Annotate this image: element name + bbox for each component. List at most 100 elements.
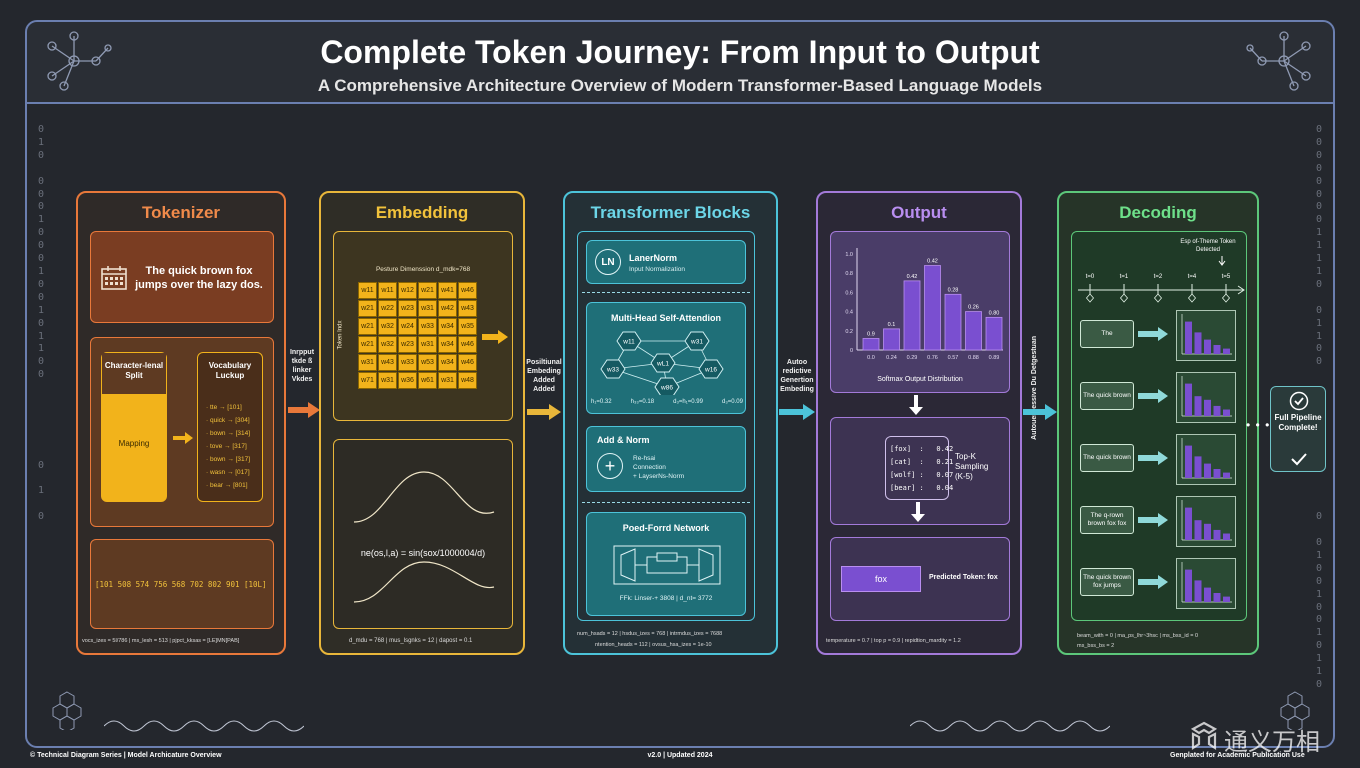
tokenizer-title: Tokenizer [141,203,221,222]
header-bar [27,22,1333,104]
embedding-cell: w48 [458,372,477,389]
attention-node-label: w16 [704,367,717,374]
attention-node: w31 [684,331,710,351]
timestep-label: t=5 [1222,274,1231,280]
timestep-label: t=4 [1188,274,1197,280]
mini-bar [1204,399,1211,416]
input-text: The quick brown fox jumps over the lazy … [135,265,263,291]
embedding-cell: w46 [458,336,477,353]
add-norm-box: Add & Norm + Re-hsai Connection + Layser… [586,426,746,492]
binary-column-left: 0 1 0 0 0 0 1 0 0 0 1 0 0 1 0 1 1 0 0 0 … [37,124,45,523]
mini-bar [1185,383,1192,416]
embedding-cell: w33 [398,354,417,371]
embedding-cell: w31 [358,354,377,371]
bar-value-label: 0.42 [907,274,918,280]
vocab-lookup-label: Vocabulary Luckup [208,361,252,380]
check-icon [1291,453,1307,466]
char-split-label: Character-lenal Split [104,361,164,380]
attention-node-label: wL1 [656,361,669,368]
mini-bar [1194,580,1202,602]
pipeline-complete-box: Full Pipeline Complete! [1270,386,1326,472]
vocab-entry: · tove → [317] [206,443,247,450]
mini-bar [1213,405,1221,416]
embedding-title: Embedding [375,203,469,222]
watermark-logo-icon [1190,721,1218,751]
embedding-cell: w43 [458,300,477,317]
transformer-stage: Transformer Blocks LN LanerNorm Input No… [563,191,778,655]
timestep-marker [1221,293,1231,303]
sine-wave-curves [353,471,495,603]
embedding-cell: w34 [438,354,457,371]
embedding-cell: w31 [378,372,397,389]
embedding-cell: w33 [418,318,437,335]
y-tick-label: 0.4 [845,310,853,316]
mini-bar [1204,523,1211,540]
attention-weight: d₃=h₁=0.99 [673,399,703,405]
topk-list-box: [fox] : 0.42[cat] : 0.21[wolf] : 0.07[be… [885,436,953,500]
transformer-inner-box: LN LanerNorm Input Normalization Multi-H… [577,231,755,621]
transformer-footer-1: num_hsads = 12 | hsdus_izes = 768 | intr… [577,631,723,637]
topk-label: Top-K Sampling (K-5) [955,452,989,481]
token-ids-box: [101 508 574 756 568 702 802 901 [10L] [90,539,274,629]
flow-arrow-3 [779,404,815,420]
topk-entry: [wolf] : 0.07 [890,471,954,479]
bar-value-label: 0.80 [989,310,1000,316]
softmax-chart: 1.00.80.60.40.200.90.00.10.240.420.290.4… [845,248,1003,361]
eos-label: Esp of-Theme Token Detected [1180,239,1236,253]
output-footer: temperature = 0.7 | top p = 0.9 | repidt… [826,638,961,644]
calendar-icon [101,266,127,290]
flow-arrow-2 [527,404,561,420]
feedforward-subtitle: FFk: Linser-+ 3808 | d_nt= 3772 [619,595,713,602]
layernorm-title: LanerNorm [629,253,678,263]
softmax-bar [903,280,921,351]
mini-bar [1185,445,1192,478]
arrow-right-icon [482,330,508,344]
ln-icon: LN [595,249,621,275]
softmax-bar [883,328,900,351]
decode-step-row: The quick brown [1072,434,1248,490]
feedforward-title: Poed-Forrd Network [622,523,710,533]
timestep-label: t=0 [1086,274,1095,280]
attention-weight: h₁=0.32 [591,399,612,405]
flow-arrow-1 [288,402,320,418]
mini-bar [1194,332,1202,354]
topk-entry: [cat] : 0.21 [890,458,954,466]
mini-bar [1213,529,1221,540]
arrow-right-icon [1138,513,1168,527]
softmax-bar [924,265,941,351]
embedding-cell: w42 [438,300,457,317]
decoding-footer-1: beam_with = 0 | ma_ps_lhr~3hsc | ms_bss_… [1077,633,1199,639]
timeline-arrowhead [1237,285,1245,295]
feature-dimension-label: Pesture Dimenssion d_mdk=768 [375,266,471,273]
embedding-cell: w21 [358,300,377,317]
plus-icon: + [597,453,623,479]
tokenizer-footer: vocs_izes = 5l/786 | ms_lesh = 513 | pjp… [82,638,240,644]
bar-value-label: 0.9 [867,331,875,337]
arrow-label-4: Autouergessive Du Detgestuan [1031,336,1038,440]
x-tick-label: 0.76 [927,355,938,361]
x-tick-label: 0.24 [886,355,897,361]
x-tick-label: 0.0 [867,355,875,361]
attention-node-label: w86 [660,385,673,392]
embedding-matrix-box: Pesture Dimenssion d_mdk=768 Token Indx … [333,231,513,421]
vocab-entry: · bown → [317] [206,456,251,463]
layernorm-box: LN LanerNorm Input Normalization [586,240,746,284]
arrow-down-icon [1218,256,1226,266]
embedding-stage: Embedding Pesture Dimenssion d_mdk=768 T… [319,191,525,655]
arrow-right-icon [173,432,193,444]
mini-bar [1223,472,1230,478]
embedding-cell: w24 [398,318,417,335]
prediction-box: fox Predicted Token: fox [830,537,1010,621]
layernorm-subtitle: Input Normalization [629,266,685,273]
embedding-cell: w41 [438,282,457,299]
softmax-bar [965,311,982,351]
diagram-frame [25,20,1335,748]
mini-distribution-chart [1176,558,1236,609]
arrow-label-3: Autoo redictive Genertion Embeding [780,359,814,393]
x-tick-label: 0.89 [989,355,1000,361]
vocab-entry: · tte → [101] [206,404,242,411]
attention-node-label: w31 [690,339,703,346]
vocab-entry: · bear → [801] [206,482,248,489]
vocab-list: · tte → [101]· quick → [304]· bown → [31… [206,401,250,492]
